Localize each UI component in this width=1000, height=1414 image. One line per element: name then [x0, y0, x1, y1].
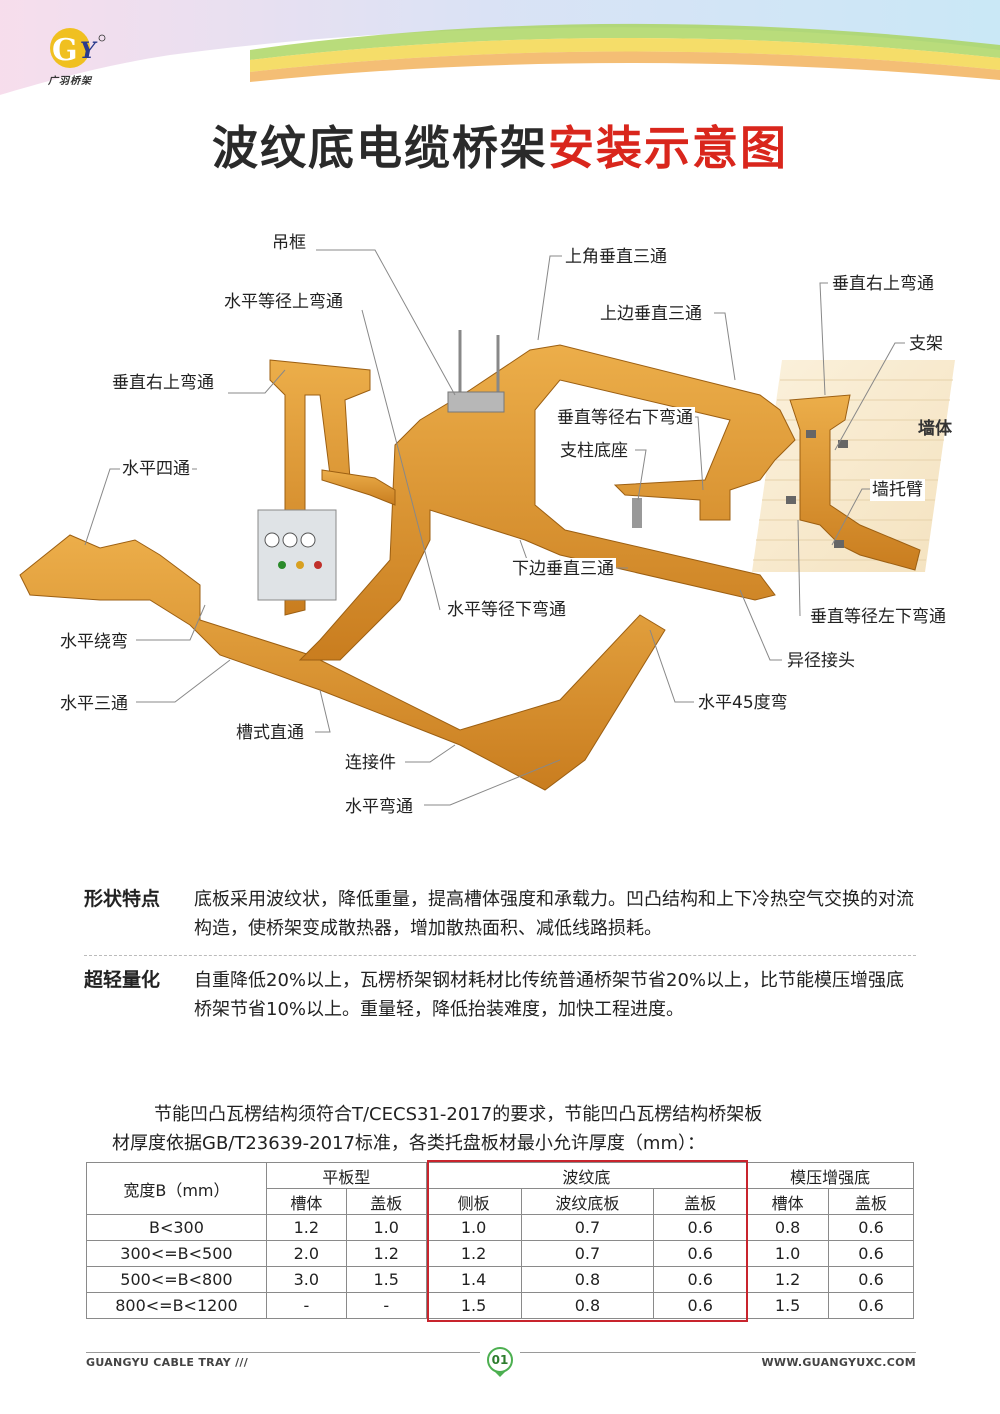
- table-cell: 1.5: [425, 1292, 522, 1319]
- standards-intro-line-2: 材厚度依据GB/T23639-2017标准，各类托盘板材最小允许厚度（mm）：: [112, 1133, 705, 1154]
- title-part-1: 波纹底电缆桥架: [212, 121, 548, 175]
- table-cell: 0.6: [828, 1292, 914, 1319]
- label-horizontal-equal-up-elbow: 水平等径上弯通: [222, 291, 345, 313]
- table-cell: 0.6: [828, 1214, 914, 1241]
- table-cell: 1.2: [345, 1240, 427, 1267]
- page-badge-icon: [487, 1347, 513, 1377]
- table-cell: 1.0: [425, 1214, 522, 1241]
- page-number: 01: [491, 1353, 509, 1367]
- table-cell: 1.0: [345, 1214, 427, 1241]
- title-part-2: 安装示意图: [548, 121, 788, 175]
- table-group-flat: 平板型: [265, 1162, 427, 1189]
- feature-lightweight: 超轻量化 自重降低20%以上，瓦楞桥架钢材耗材比传统普通桥架节省20%以上，比节…: [84, 966, 916, 1024]
- table-cell: 0.8: [520, 1266, 655, 1293]
- label-trough-straight: 槽式直通: [234, 722, 306, 744]
- table-subheader: 槽体: [265, 1188, 347, 1215]
- table-header-width: 宽度B（mm）: [86, 1162, 267, 1215]
- thickness-table: 宽度B（mm） 平板型 波纹底 模压增强底 槽体 盖板 侧板 波纹底板 盖板 槽…: [86, 1162, 914, 1319]
- table-cell: -: [345, 1292, 427, 1319]
- label-horizontal-elbow: 水平弯通: [343, 796, 415, 818]
- table-cell: 0.6: [828, 1240, 914, 1267]
- table-subheader: 槽体: [746, 1188, 830, 1215]
- table-cell: 1.2: [746, 1266, 830, 1293]
- table-subheader: 波纹底板: [520, 1188, 655, 1215]
- table-cell: 1.2: [425, 1240, 522, 1267]
- standards-intro-line-1: 节能凹凸瓦楞结构须符合T/CECS31-2017的要求，节能凹凸瓦楞结构桥架板: [154, 1104, 763, 1125]
- installation-diagram: [19, 249, 955, 806]
- table-cell: -: [265, 1292, 347, 1319]
- svg-text:Y: Y: [80, 38, 98, 64]
- page-number-badge: 01: [484, 1346, 516, 1378]
- table-cell: 0.6: [653, 1266, 748, 1293]
- table-group-molded: 模压增强底: [746, 1162, 914, 1189]
- table-cell: 300<=B<500: [86, 1240, 267, 1267]
- table-subheader: 盖板: [828, 1188, 914, 1215]
- label-hanger-frame: 吊框: [270, 232, 308, 254]
- feature-lightweight-heading: 超轻量化: [84, 969, 161, 991]
- table-cell: 1.5: [345, 1266, 427, 1293]
- label-top-edge-vertical-tee: 上边垂直三通: [598, 303, 704, 325]
- table-header-row: 宽度B（mm） 平板型 波纹底 模压增强底: [86, 1162, 914, 1215]
- feature-shape: 形状特点 底板采用波纹状，降低重量，提高槽体强度和承载力。凹凸结构和上下冷热空气…: [84, 885, 916, 943]
- table-cell: 1.4: [425, 1266, 522, 1293]
- table-cell: 0.7: [520, 1214, 655, 1241]
- label-support: 支架: [907, 333, 945, 355]
- table-cell: 0.6: [653, 1214, 748, 1241]
- label-top-corner-vertical-tee: 上角垂直三通: [563, 246, 669, 268]
- label-horizontal-tee: 水平三通: [58, 693, 130, 715]
- table-cell: 0.6: [828, 1266, 914, 1293]
- label-column-base: 支柱底座: [558, 440, 630, 462]
- label-horizontal-45-elbow: 水平45度弯: [696, 692, 790, 714]
- footer-brand: GUANGYU CABLE TRAY ///: [86, 1356, 249, 1369]
- rainbow-header-decoration: [0, 0, 1000, 110]
- footer-line-left: [86, 1352, 480, 1353]
- brand-logo: G Y: [50, 28, 106, 68]
- label-wall: 墙体: [918, 419, 952, 439]
- table-row: 800<=B<1200 - - 1.5 0.8 0.6 1.5 0.6: [86, 1292, 914, 1319]
- page-title: 波纹底电缆桥架安装示意图: [0, 112, 1000, 178]
- table-cell: 0.6: [653, 1292, 748, 1319]
- table-cell: 2.0: [265, 1240, 347, 1267]
- table-cell: 500<=B<800: [86, 1266, 267, 1293]
- feature-shape-heading: 形状特点: [84, 888, 161, 910]
- table-subheader-row: 槽体 盖板 侧板 波纹底板 盖板 槽体 盖板: [87, 1188, 914, 1215]
- label-wall-bracket: 墙托臂: [870, 479, 925, 501]
- table-cell: B<300: [86, 1214, 267, 1241]
- table-cell: 1.2: [265, 1214, 347, 1241]
- feature-lightweight-text: 自重降低20%以上，瓦楞桥架钢材耗材比传统普通桥架节省20%以上，比节能模压增强…: [194, 970, 905, 1020]
- label-reducer: 异径接头: [785, 650, 857, 672]
- table-cell: 1.0: [746, 1240, 830, 1267]
- svg-text:G: G: [52, 33, 78, 68]
- feature-shape-text: 底板采用波纹状，降低重量，提高槽体强度和承载力。凹凸结构和上下冷热空气交换的对流…: [194, 889, 914, 939]
- table-cell: 3.0: [265, 1266, 347, 1293]
- table-subheader: 侧板: [425, 1188, 522, 1215]
- table-subheader: 盖板: [345, 1188, 427, 1215]
- label-vertical-right-up-elbow-right: 垂直右上弯通: [830, 273, 936, 295]
- label-bottom-edge-vertical-tee: 下边垂直三通: [510, 558, 616, 580]
- table-cell: 0.7: [520, 1240, 655, 1267]
- table-cell: 0.8: [520, 1292, 655, 1319]
- table-cell: 1.5: [746, 1292, 830, 1319]
- feature-divider: [84, 955, 916, 956]
- hanger-and-box: [257, 330, 848, 601]
- footer-line-right: [520, 1352, 916, 1353]
- table-cell: 0.6: [653, 1240, 748, 1267]
- footer-website: WWW.GUANGYUXC.COM: [761, 1356, 916, 1369]
- label-vertical-equal-right-down-elbow: 垂直等径右下弯通: [555, 407, 695, 429]
- label-connector: 连接件: [343, 752, 398, 774]
- table-row: 300<=B<500 2.0 1.2 1.2 0.7 0.6 1.0 0.6: [86, 1240, 914, 1267]
- label-horizontal-cross: 水平四通: [120, 458, 192, 480]
- brand-logo-text: 广羽桥架: [48, 76, 92, 87]
- label-horizontal-equal-down-elbow: 水平等径下弯通: [445, 599, 568, 621]
- label-vertical-equal-left-down-elbow: 垂直等径左下弯通: [808, 606, 948, 628]
- label-vertical-right-up-elbow-left: 垂直右上弯通: [110, 372, 216, 394]
- table-group-corrugated: 波纹底: [425, 1162, 748, 1189]
- table-cell: 0.8: [746, 1214, 830, 1241]
- standards-intro: 节能凹凸瓦楞结构须符合T/CECS31-2017的要求，节能凹凸瓦楞结构桥架板 …: [112, 1100, 912, 1158]
- table-cell: 800<=B<1200: [86, 1292, 267, 1319]
- label-horizontal-bypass: 水平绕弯: [58, 631, 130, 653]
- table-row: B<300 1.2 1.0 1.0 0.7 0.6 0.8 0.6: [86, 1214, 914, 1241]
- table-subheader: 盖板: [653, 1188, 748, 1215]
- table-row: 500<=B<800 3.0 1.5 1.4 0.8 0.6 1.2 0.6: [86, 1266, 914, 1293]
